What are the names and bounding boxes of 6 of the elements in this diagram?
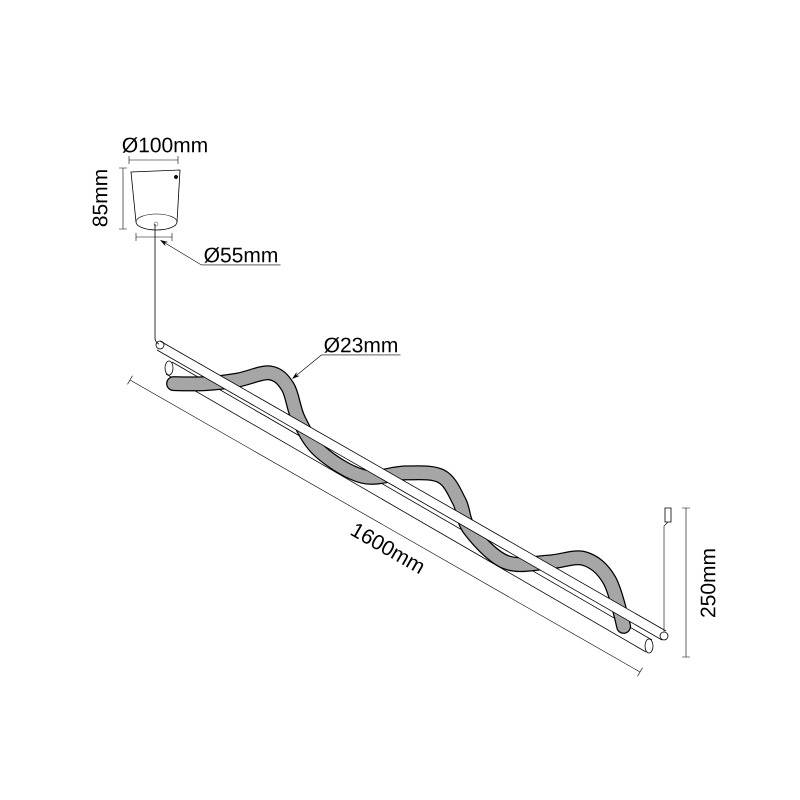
dimension-label: 250mm <box>700 549 716 617</box>
dimension-label: Ø55mm <box>204 247 277 263</box>
dimension-label: Ø23mm <box>324 337 397 353</box>
dimension-label: 85mm <box>92 170 108 226</box>
leader-line <box>292 354 401 379</box>
dimension-label: Ø100mm <box>122 137 207 153</box>
